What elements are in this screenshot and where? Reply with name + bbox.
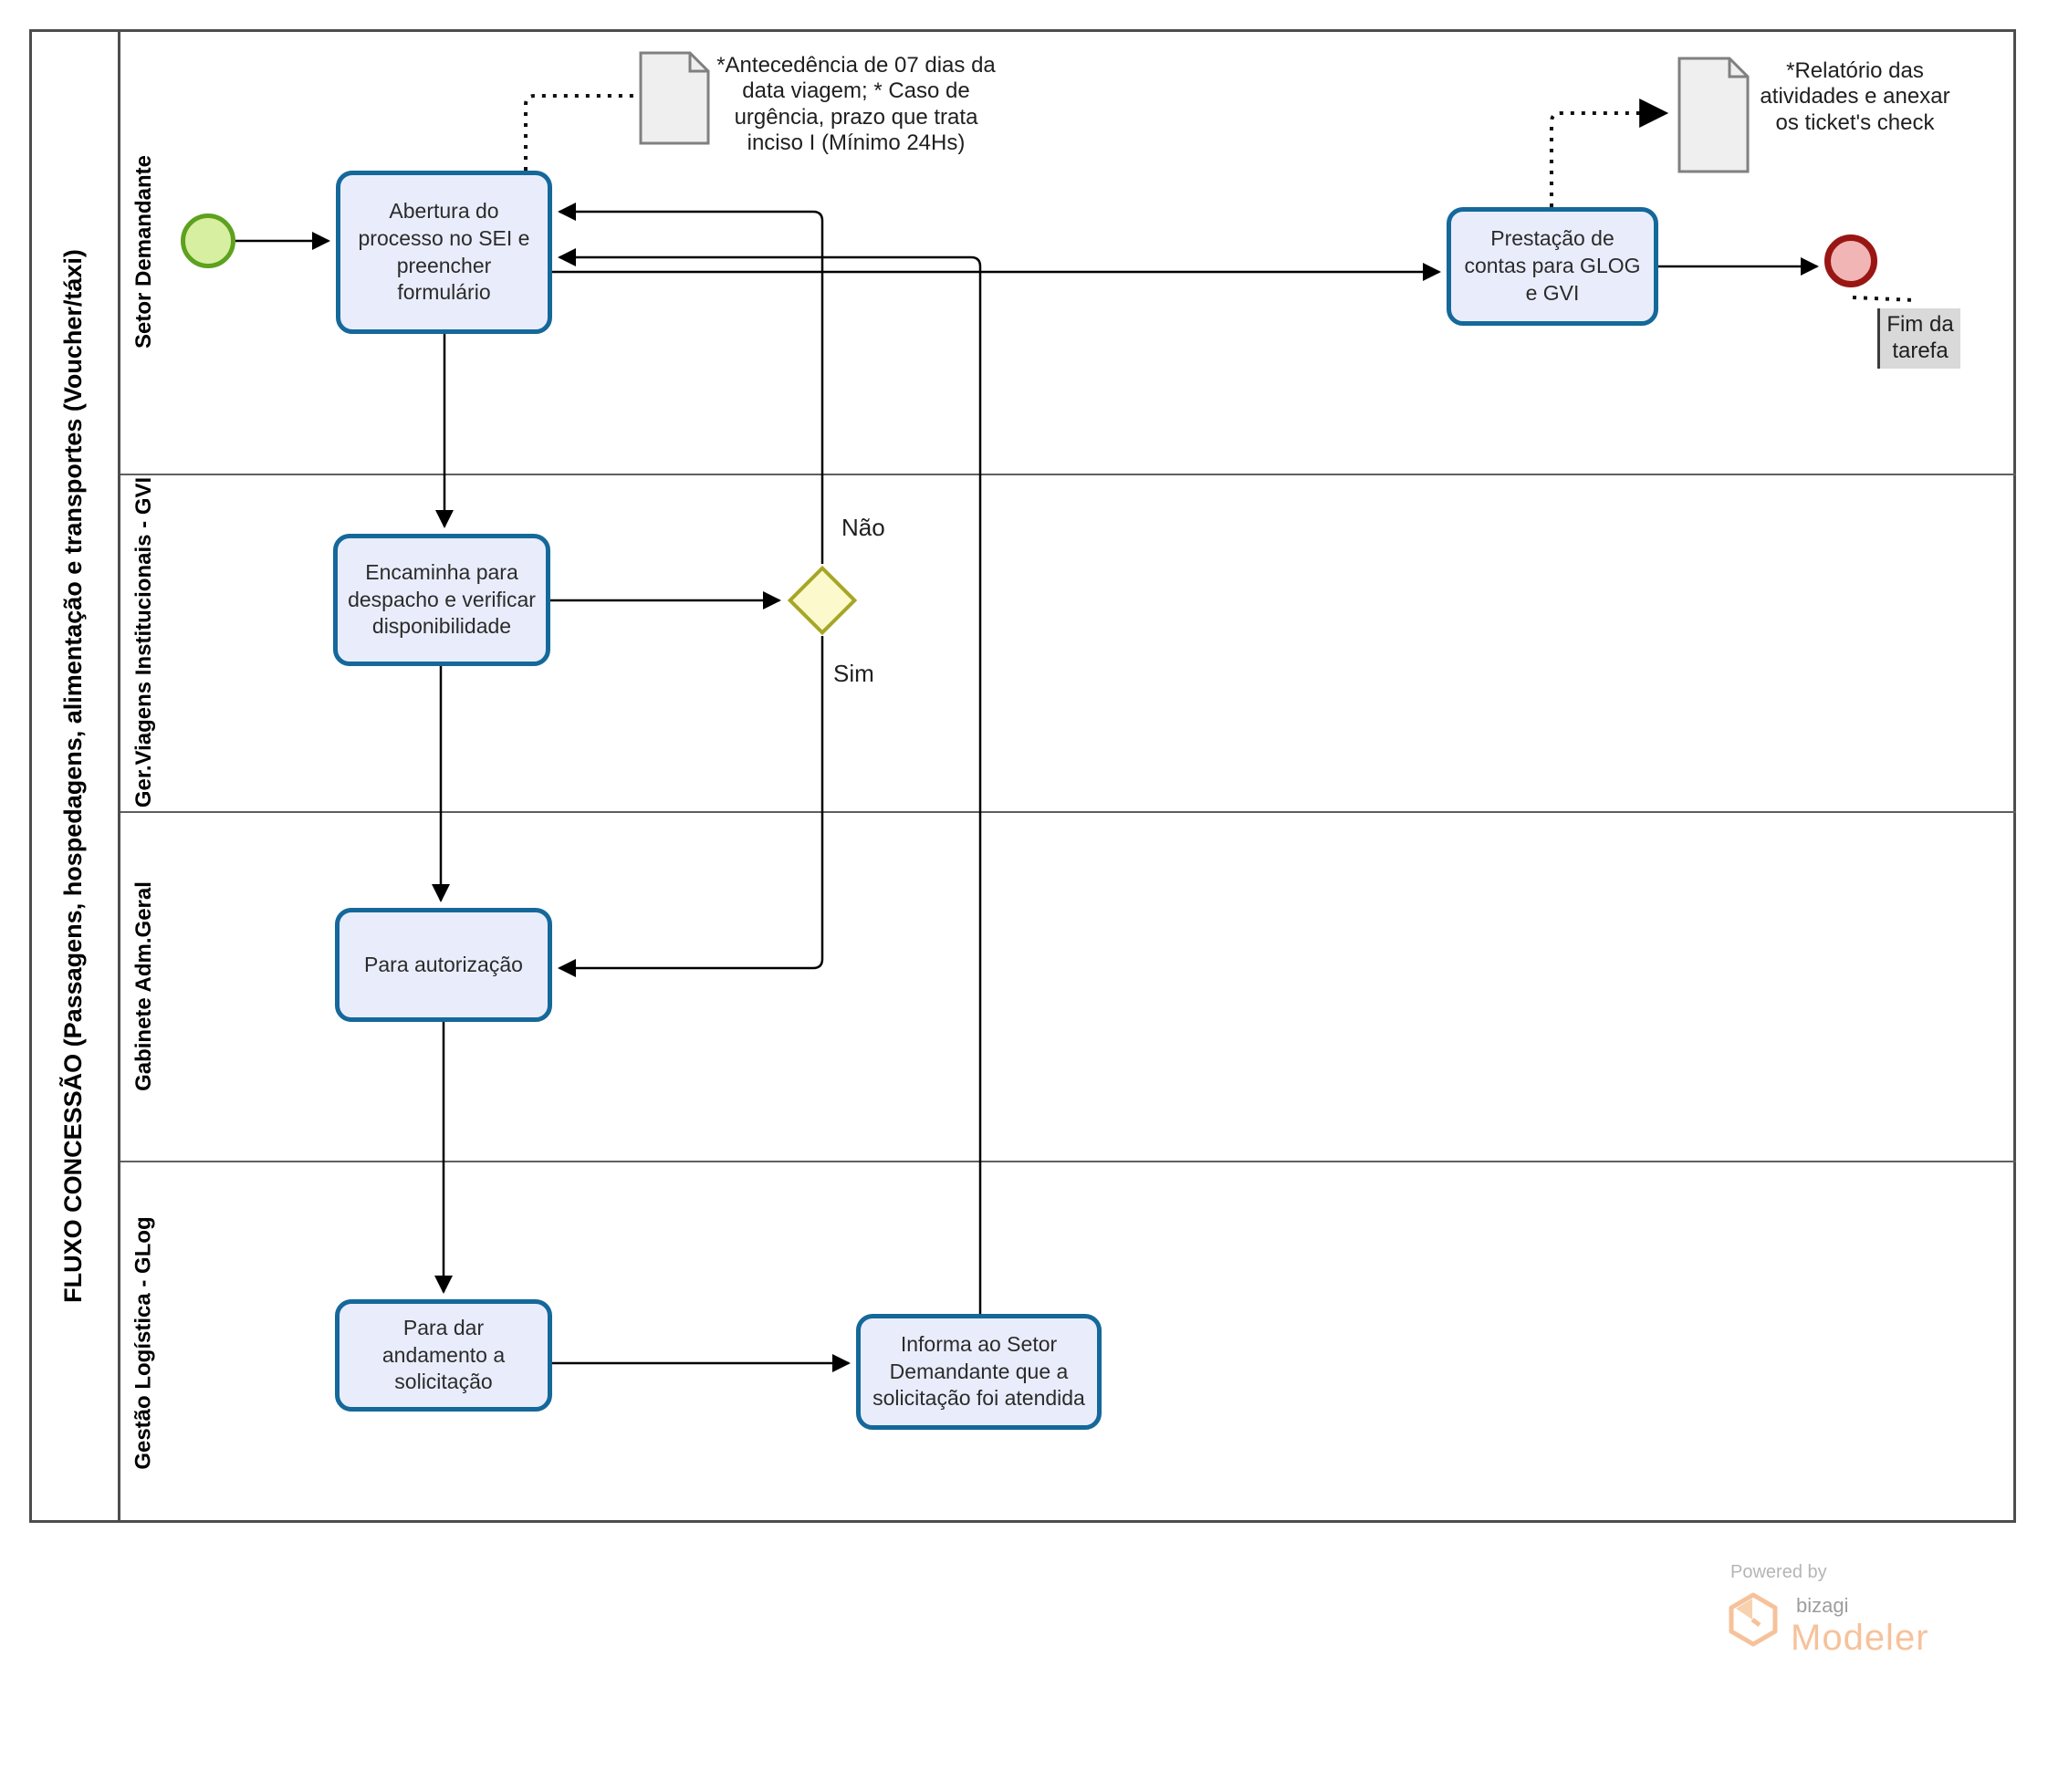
task-label: Prestação de contas para GLOG e GVI [1464, 226, 1641, 305]
gateway-no-label: Não [841, 514, 885, 541]
gateway-yes-label: Sim [833, 660, 874, 687]
task-label: Para autorização [364, 952, 523, 976]
annotation-relatorio-text: *Relatório das atividades e anexar os ti… [1760, 58, 1950, 135]
flow-gateway-nao-to-abertura [558, 203, 824, 564]
powered-by-text: Powered by [1730, 1562, 1827, 1582]
task-label: Para dar andamento a solicitação [381, 1315, 506, 1394]
end-note-label: Fim da tarefa [1877, 308, 1960, 369]
annotation-prazo-text: *Antecedência de 07 dias da data viagem;… [716, 53, 996, 155]
task-label: Abertura do processo no SEI e preencher … [358, 198, 530, 305]
bizagi-modeler-logo: Powered by bizagi Modeler [1729, 1562, 1984, 1659]
task-abertura-processo: Abertura do processo no SEI e preencher … [336, 171, 552, 334]
task-dar-andamento: Para dar andamento a solicitação [335, 1299, 552, 1412]
document-icon [1677, 57, 1750, 173]
association-end-to-note [1852, 296, 1916, 302]
modeler-product-text: Modeler [1791, 1618, 1929, 1658]
lane-divider [120, 1161, 2016, 1162]
flow-gateway-sim-to-autorizacao [558, 636, 824, 977]
task-encaminha-despacho: Encaminha para despacho e verificar disp… [333, 534, 550, 666]
bizagi-hexagon-icon [1729, 1592, 1778, 1647]
pool-border [29, 29, 2016, 1523]
end-note-text: Fim da tarefa [1886, 312, 1954, 363]
bizagi-brand-text: bizagi [1796, 1594, 1849, 1617]
task-informa-setor: Informa ao Setor Demandante que a solici… [856, 1314, 1102, 1430]
document-icon [639, 51, 710, 145]
task-label: Informa ao Setor Demandante que a solici… [872, 1331, 1085, 1411]
lane-divider [120, 474, 2016, 475]
end-event [1824, 234, 1877, 287]
task-label: Encaminha para despacho e verificar disp… [348, 559, 536, 639]
pool-title-column: FLUXO CONCESSÃO (Passagens, hospedagens,… [29, 29, 120, 1523]
flow-informa-to-abertura [558, 248, 982, 1314]
lane-divider [120, 811, 2016, 813]
start-event [181, 214, 235, 268]
association-prestacao-to-doc [1550, 99, 1669, 207]
association-abertura-to-doc [524, 94, 636, 171]
task-prestacao-contas: Prestação de contas para GLOG e GVI [1447, 207, 1658, 326]
task-para-autorizacao: Para autorização [335, 908, 552, 1022]
